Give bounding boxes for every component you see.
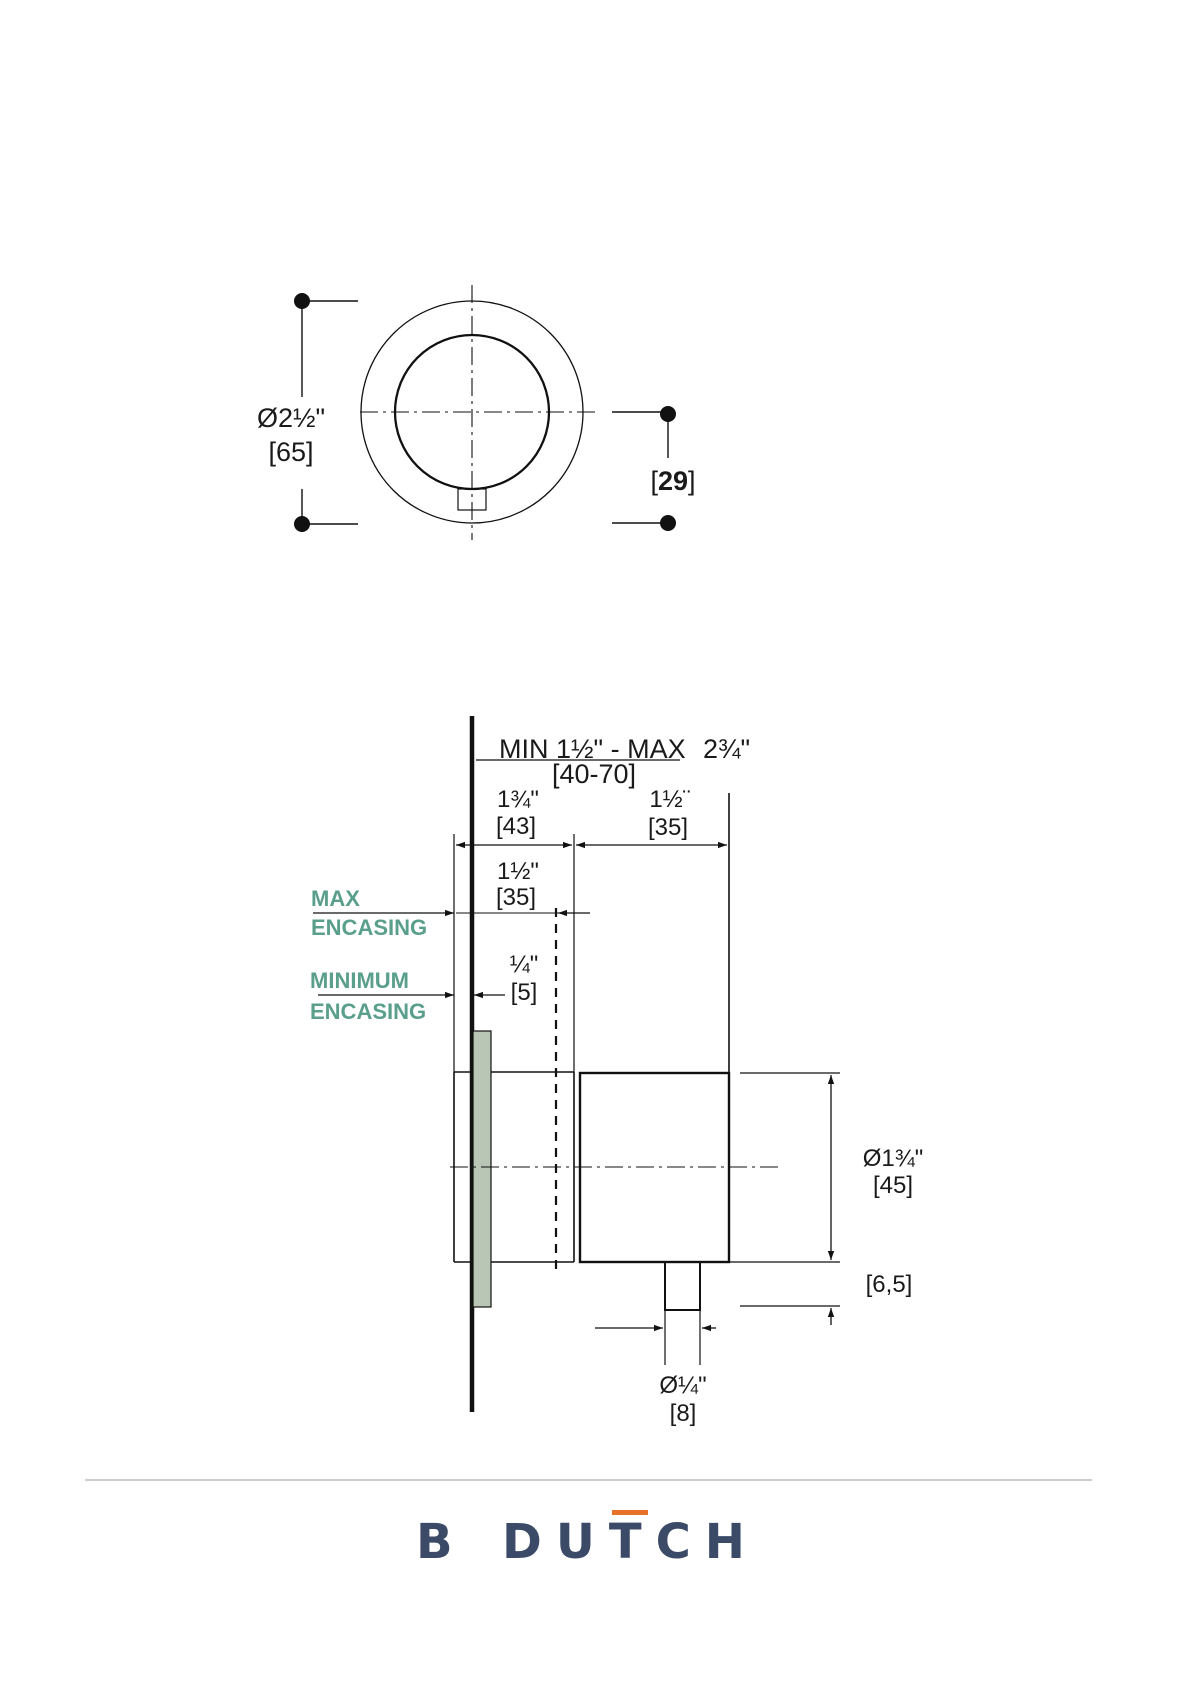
footer: B DUTCH bbox=[85, 1480, 1092, 1570]
diameter-endpoint-dot-bottom bbox=[294, 516, 310, 532]
dim-35-right-mm: [35] bbox=[648, 814, 688, 841]
max-encasing-label-line2: ENCASING bbox=[311, 915, 427, 940]
wall-plate bbox=[473, 1031, 491, 1307]
dim-43-inch: 1¾" bbox=[497, 786, 539, 813]
top-diameter-mm: [65] bbox=[268, 437, 313, 467]
dim-35-mid-inch: 1½" bbox=[497, 858, 539, 885]
stem-diameter-inch: Ø¼" bbox=[659, 1372, 706, 1399]
min-encasing-label-line2: ENCASING bbox=[310, 999, 426, 1024]
diameter-endpoint-dot-top bbox=[294, 293, 310, 309]
dim-43-mm: [43] bbox=[496, 813, 536, 840]
top-view: Ø2½" [65] [29] bbox=[257, 285, 696, 540]
min-encasing-label-line1: MINIMUM bbox=[310, 968, 409, 993]
dim-5-inch: ¼" bbox=[510, 951, 539, 978]
top-diameter-inch: Ø2½" bbox=[257, 403, 325, 433]
stem-diameter-mm: [8] bbox=[670, 1400, 697, 1427]
handle-stem bbox=[665, 1262, 700, 1310]
max-encasing-label-line1: MAX bbox=[311, 886, 360, 911]
brand-logo-left: B bbox=[416, 1514, 467, 1570]
offset-endpoint-dot-bottom bbox=[660, 515, 676, 531]
body-diameter-mm: [45] bbox=[873, 1172, 913, 1199]
range-mm: [40-70] bbox=[552, 759, 636, 789]
dim-35-mid-mm: [35] bbox=[496, 884, 536, 911]
offset-endpoint-dot-top bbox=[660, 406, 676, 422]
brand-logo-right: DUTCH bbox=[502, 1514, 759, 1570]
top-offset-value: 29 bbox=[658, 466, 688, 496]
dim-5-mm: [5] bbox=[511, 979, 538, 1006]
top-offset-mm: [29] bbox=[650, 466, 695, 496]
dim-35-right-inch: 1½¨ bbox=[649, 786, 690, 813]
side-view: MIN 1½" - MAX 2¾" [40-70] 1¾" [43] 1½¨ [… bbox=[310, 716, 923, 1427]
stem-height-mm: [6,5] bbox=[866, 1271, 913, 1298]
range-max-value: 2¾" bbox=[703, 734, 750, 764]
body-diameter-inch: Ø1¾" bbox=[863, 1145, 924, 1172]
